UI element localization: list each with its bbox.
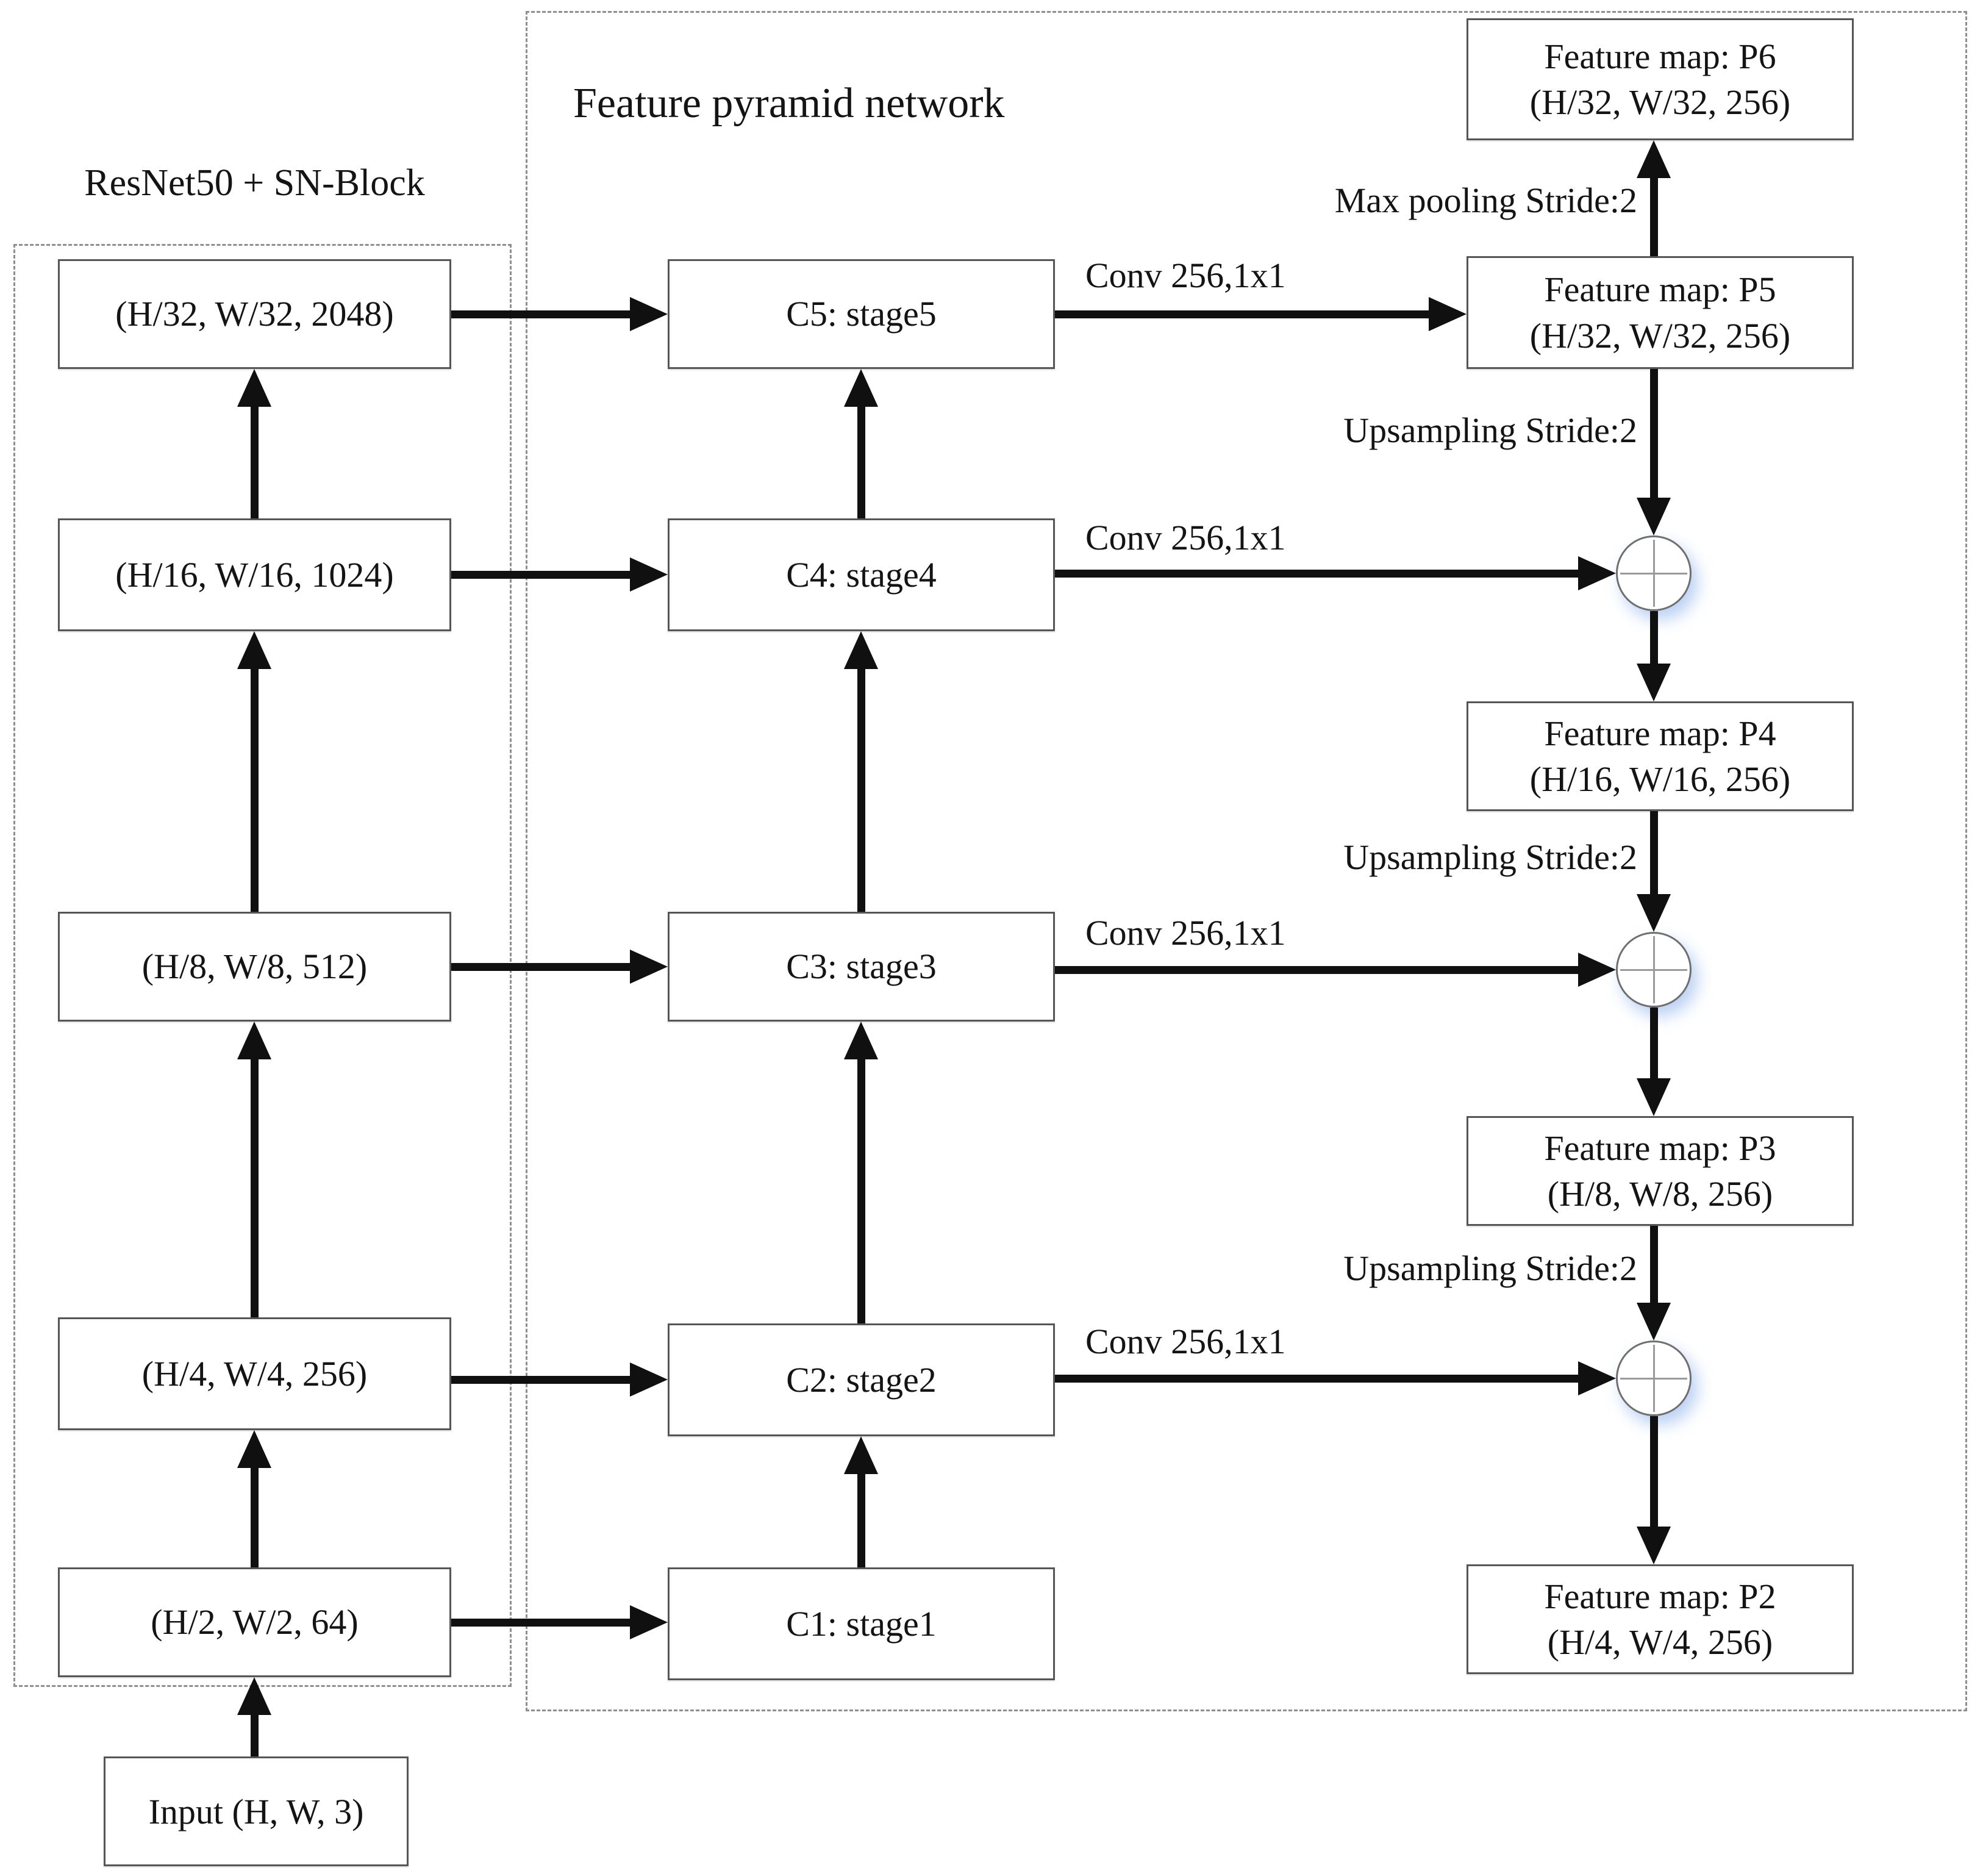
operation-label: Upsampling Stride:2: [1343, 410, 1637, 450]
add-operator-icon: [1616, 932, 1692, 1008]
feature-map-dims: (H/32, W/32, 256): [1529, 315, 1791, 356]
backbone-feature-box: (H/4, W/4, 256): [58, 1317, 451, 1430]
fpn-stage-box: C2: stage2: [668, 1323, 1055, 1436]
feature-map-box: Feature map: P4 (H/16, W/16, 256): [1467, 701, 1854, 811]
backbone-feature-label: (H/4, W/4, 256): [141, 1353, 368, 1394]
fpn-stage-box: C4: stage4: [668, 518, 1055, 631]
input-box-label: Input (H, W, 3): [148, 1791, 364, 1831]
feature-map-box: Feature map: P3 (H/8, W/8, 256): [1467, 1116, 1854, 1226]
fpn-stage-box: C5: stage5: [668, 259, 1055, 369]
feature-map-title: Feature map: P3: [1544, 1128, 1776, 1168]
backbone-feature-box: (H/2, W/2, 64): [58, 1567, 451, 1677]
fpn-stage-label: C4: stage4: [786, 554, 937, 595]
fpn-stage-label: C3: stage3: [786, 947, 937, 987]
operation-label: Upsampling Stride:2: [1343, 837, 1637, 877]
feature-map-dims: (H/16, W/16, 256): [1529, 759, 1791, 799]
fpn-stage-label: C1: stage1: [786, 1603, 937, 1644]
backbone-feature-label: (H/2, W/2, 64): [151, 1602, 359, 1642]
feature-map-title: Feature map: P2: [1544, 1576, 1776, 1616]
input-box: Input (H, W, 3): [104, 1756, 409, 1866]
backbone-title: ResNet50 + SN-Block: [84, 162, 425, 204]
conv-label: Conv 256,1x1: [1085, 256, 1286, 295]
backbone-feature-label: (H/16, W/16, 1024): [115, 554, 394, 595]
feature-map-title: Feature map: P5: [1544, 270, 1776, 310]
add-operator-icon: [1616, 535, 1692, 611]
conv-label: Conv 256,1x1: [1085, 518, 1286, 557]
feature-map-title: Feature map: P4: [1544, 713, 1776, 753]
fpn-title: Feature pyramid network: [573, 80, 1005, 127]
backbone-feature-box: (H/32, W/32, 2048): [58, 259, 451, 369]
fpn-group-box: [526, 11, 1967, 1711]
fpn-stage-box: C1: stage1: [668, 1567, 1055, 1680]
feature-map-dims: (H/8, W/8, 256): [1547, 1174, 1773, 1214]
conv-label: Conv 256,1x1: [1085, 1322, 1286, 1361]
feature-map-box: Feature map: P2 (H/4, W/4, 256): [1467, 1564, 1854, 1674]
backbone-feature-box: (H/8, W/8, 512): [58, 912, 451, 1022]
fpn-stage-label: C5: stage5: [786, 294, 937, 334]
operation-label: Upsampling Stride:2: [1343, 1248, 1637, 1288]
backbone-feature-label: (H/32, W/32, 2048): [115, 294, 394, 334]
add-operator-icon: [1616, 1341, 1692, 1416]
backbone-feature-box: (H/16, W/16, 1024): [58, 518, 451, 631]
feature-map-box: Feature map: P5 (H/32, W/32, 256): [1467, 256, 1854, 369]
fpn-stage-box: C3: stage3: [668, 912, 1055, 1022]
fpn-stage-label: C2: stage2: [786, 1359, 937, 1400]
flow-arrow: [237, 1677, 271, 1756]
backbone-feature-label: (H/8, W/8, 512): [141, 947, 368, 987]
feature-map-title: Feature map: P6: [1544, 36, 1776, 76]
feature-map-box: Feature map: P6 (H/32, W/32, 256): [1467, 18, 1854, 140]
operation-label: Max pooling Stride:2: [1334, 181, 1637, 220]
conv-label: Conv 256,1x1: [1085, 913, 1286, 953]
feature-map-dims: (H/4, W/4, 256): [1547, 1622, 1773, 1662]
feature-map-dims: (H/32, W/32, 256): [1529, 82, 1791, 122]
